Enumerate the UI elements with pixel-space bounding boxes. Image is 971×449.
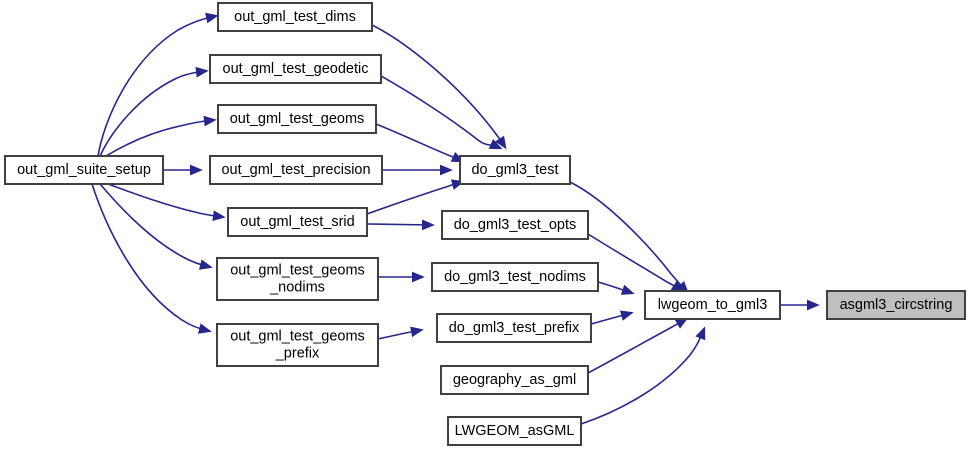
node-box[interactable] [447,416,582,446]
node-asgml3_circstring[interactable]: asgml3_circstring [826,290,966,320]
node-box[interactable] [4,155,164,185]
node-label: _prefix [275,345,320,361]
node-do_gml3_test_nodims[interactable]: do_gml3_test_nodims [431,262,599,292]
node-out_gml_test_geoms_nodims[interactable]: out_gml_test_geoms_nodims [216,257,379,301]
node-box[interactable] [217,104,377,134]
node-do_gml3_test_opts[interactable]: do_gml3_test_opts [441,210,589,240]
edge-out_gml_suite_setup-to-out_gml_test_precision [163,164,203,176]
node-geography_as_gml[interactable]: geography_as_gml [440,365,589,395]
node-box[interactable] [826,290,966,320]
edge-out_gml_suite_setup-to-out_gml_test_srid [107,183,226,222]
edge-geography_as_gml-to-lwgeom_to_gml3 [587,317,689,374]
node-lwgeom_to_gml3[interactable]: lwgeom_to_gml3 [644,290,781,320]
edge-out_gml_suite_setup-to-out_gml_test_geoms [105,115,217,157]
node-label: out_gml_test_dims [234,9,356,25]
edge-out_gml_test_geoms_prefix-to-do_gml3_test_prefix [377,326,424,340]
edge-out_gml_suite_setup-to-out_gml_test_dims [97,12,219,157]
node-label: do_gml3_test [471,162,558,178]
node-label: _nodims [269,279,325,295]
node-label: do_gml3_test_nodims [444,269,586,285]
node-box[interactable] [436,313,592,343]
node-do_gml3_test_prefix[interactable]: do_gml3_test_prefix [436,313,592,343]
node-label: out_gml_suite_setup [17,162,151,178]
edge-out_gml_test_precision-to-do_gml3_test [382,164,453,176]
node-box[interactable] [644,290,781,320]
edge-out_gml_test_geodetic-to-do_gml3_test [380,75,503,150]
edge-out_gml_test_srid-to-do_gml3_test [366,179,465,215]
edge-out_gml_test_dims-to-do_gml3_test [371,24,507,150]
node-do_gml3_test[interactable]: do_gml3_test [459,155,571,185]
node-label: out_gml_test_geodetic [223,61,369,77]
node-label: out_gml_test_geoms [230,111,365,127]
edge-out_gml_test_geoms-to-do_gml3_test [375,123,465,163]
edge-out_gml_suite_setup-to-out_gml_test_geodetic [99,66,209,157]
node-label: out_gml_test_geoms [230,328,365,344]
node-out_gml_test_geoms_prefix[interactable]: out_gml_test_geoms_prefix [216,323,379,367]
node-label: out_gml_test_precision [221,162,370,178]
node-label: geography_as_gml [453,372,576,388]
node-box[interactable] [227,207,368,237]
node-out_gml_test_geodetic[interactable]: out_gml_test_geodetic [209,54,382,84]
edge-out_gml_suite_setup-to-out_gml_test_geoms_nodims [99,183,213,270]
node-LWGEOM_asGML[interactable]: LWGEOM_asGML [447,416,582,446]
edge-out_gml_test_geoms_nodims-to-do_gml3_test_nodims [378,271,425,283]
node-box[interactable] [441,210,589,240]
node-label: LWGEOM_asGML [455,423,575,439]
node-out_gml_test_dims[interactable]: out_gml_test_dims [217,2,373,32]
node-label: out_gml_test_srid [240,214,354,230]
node-out_gml_test_precision[interactable]: out_gml_test_precision [209,155,383,185]
edges-layer [91,12,820,425]
node-box[interactable] [209,155,383,185]
node-label: out_gml_test_geoms [230,262,365,278]
edge-do_gml3_test_prefix-to-lwgeom_to_gml3 [590,310,634,325]
node-label: lwgeom_to_gml3 [658,297,768,313]
node-box[interactable] [216,257,379,301]
edge-out_gml_test_srid-to-do_gml3_test_opts [366,219,435,231]
node-box[interactable] [431,262,599,292]
node-out_gml_suite_setup[interactable]: out_gml_suite_setup [4,155,164,185]
node-label: asgml3_circstring [840,297,953,313]
node-box[interactable] [209,54,382,84]
edge-lwgeom_to_gml3-to-asgml3_circstring [780,299,820,311]
node-label: do_gml3_test_prefix [449,320,580,336]
edge-do_gml3_test_nodims-to-lwgeom_to_gml3 [597,281,635,295]
node-box[interactable] [440,365,589,395]
nodes-layer: out_gml_suite_setup out_gml_test_dims out_… [4,2,966,446]
node-box[interactable] [216,323,379,367]
node-box[interactable] [459,155,571,185]
node-out_gml_test_srid[interactable]: out_gml_test_srid [227,207,368,237]
node-out_gml_test_geoms[interactable]: out_gml_test_geoms [217,104,377,134]
edge-out_gml_suite_setup-to-out_gml_test_geoms_prefix [91,183,212,334]
node-label: do_gml3_test_opts [454,217,577,233]
node-box[interactable] [217,2,373,32]
edge-LWGEOM_asGML-to-lwgeom_to_gml3 [580,326,706,425]
